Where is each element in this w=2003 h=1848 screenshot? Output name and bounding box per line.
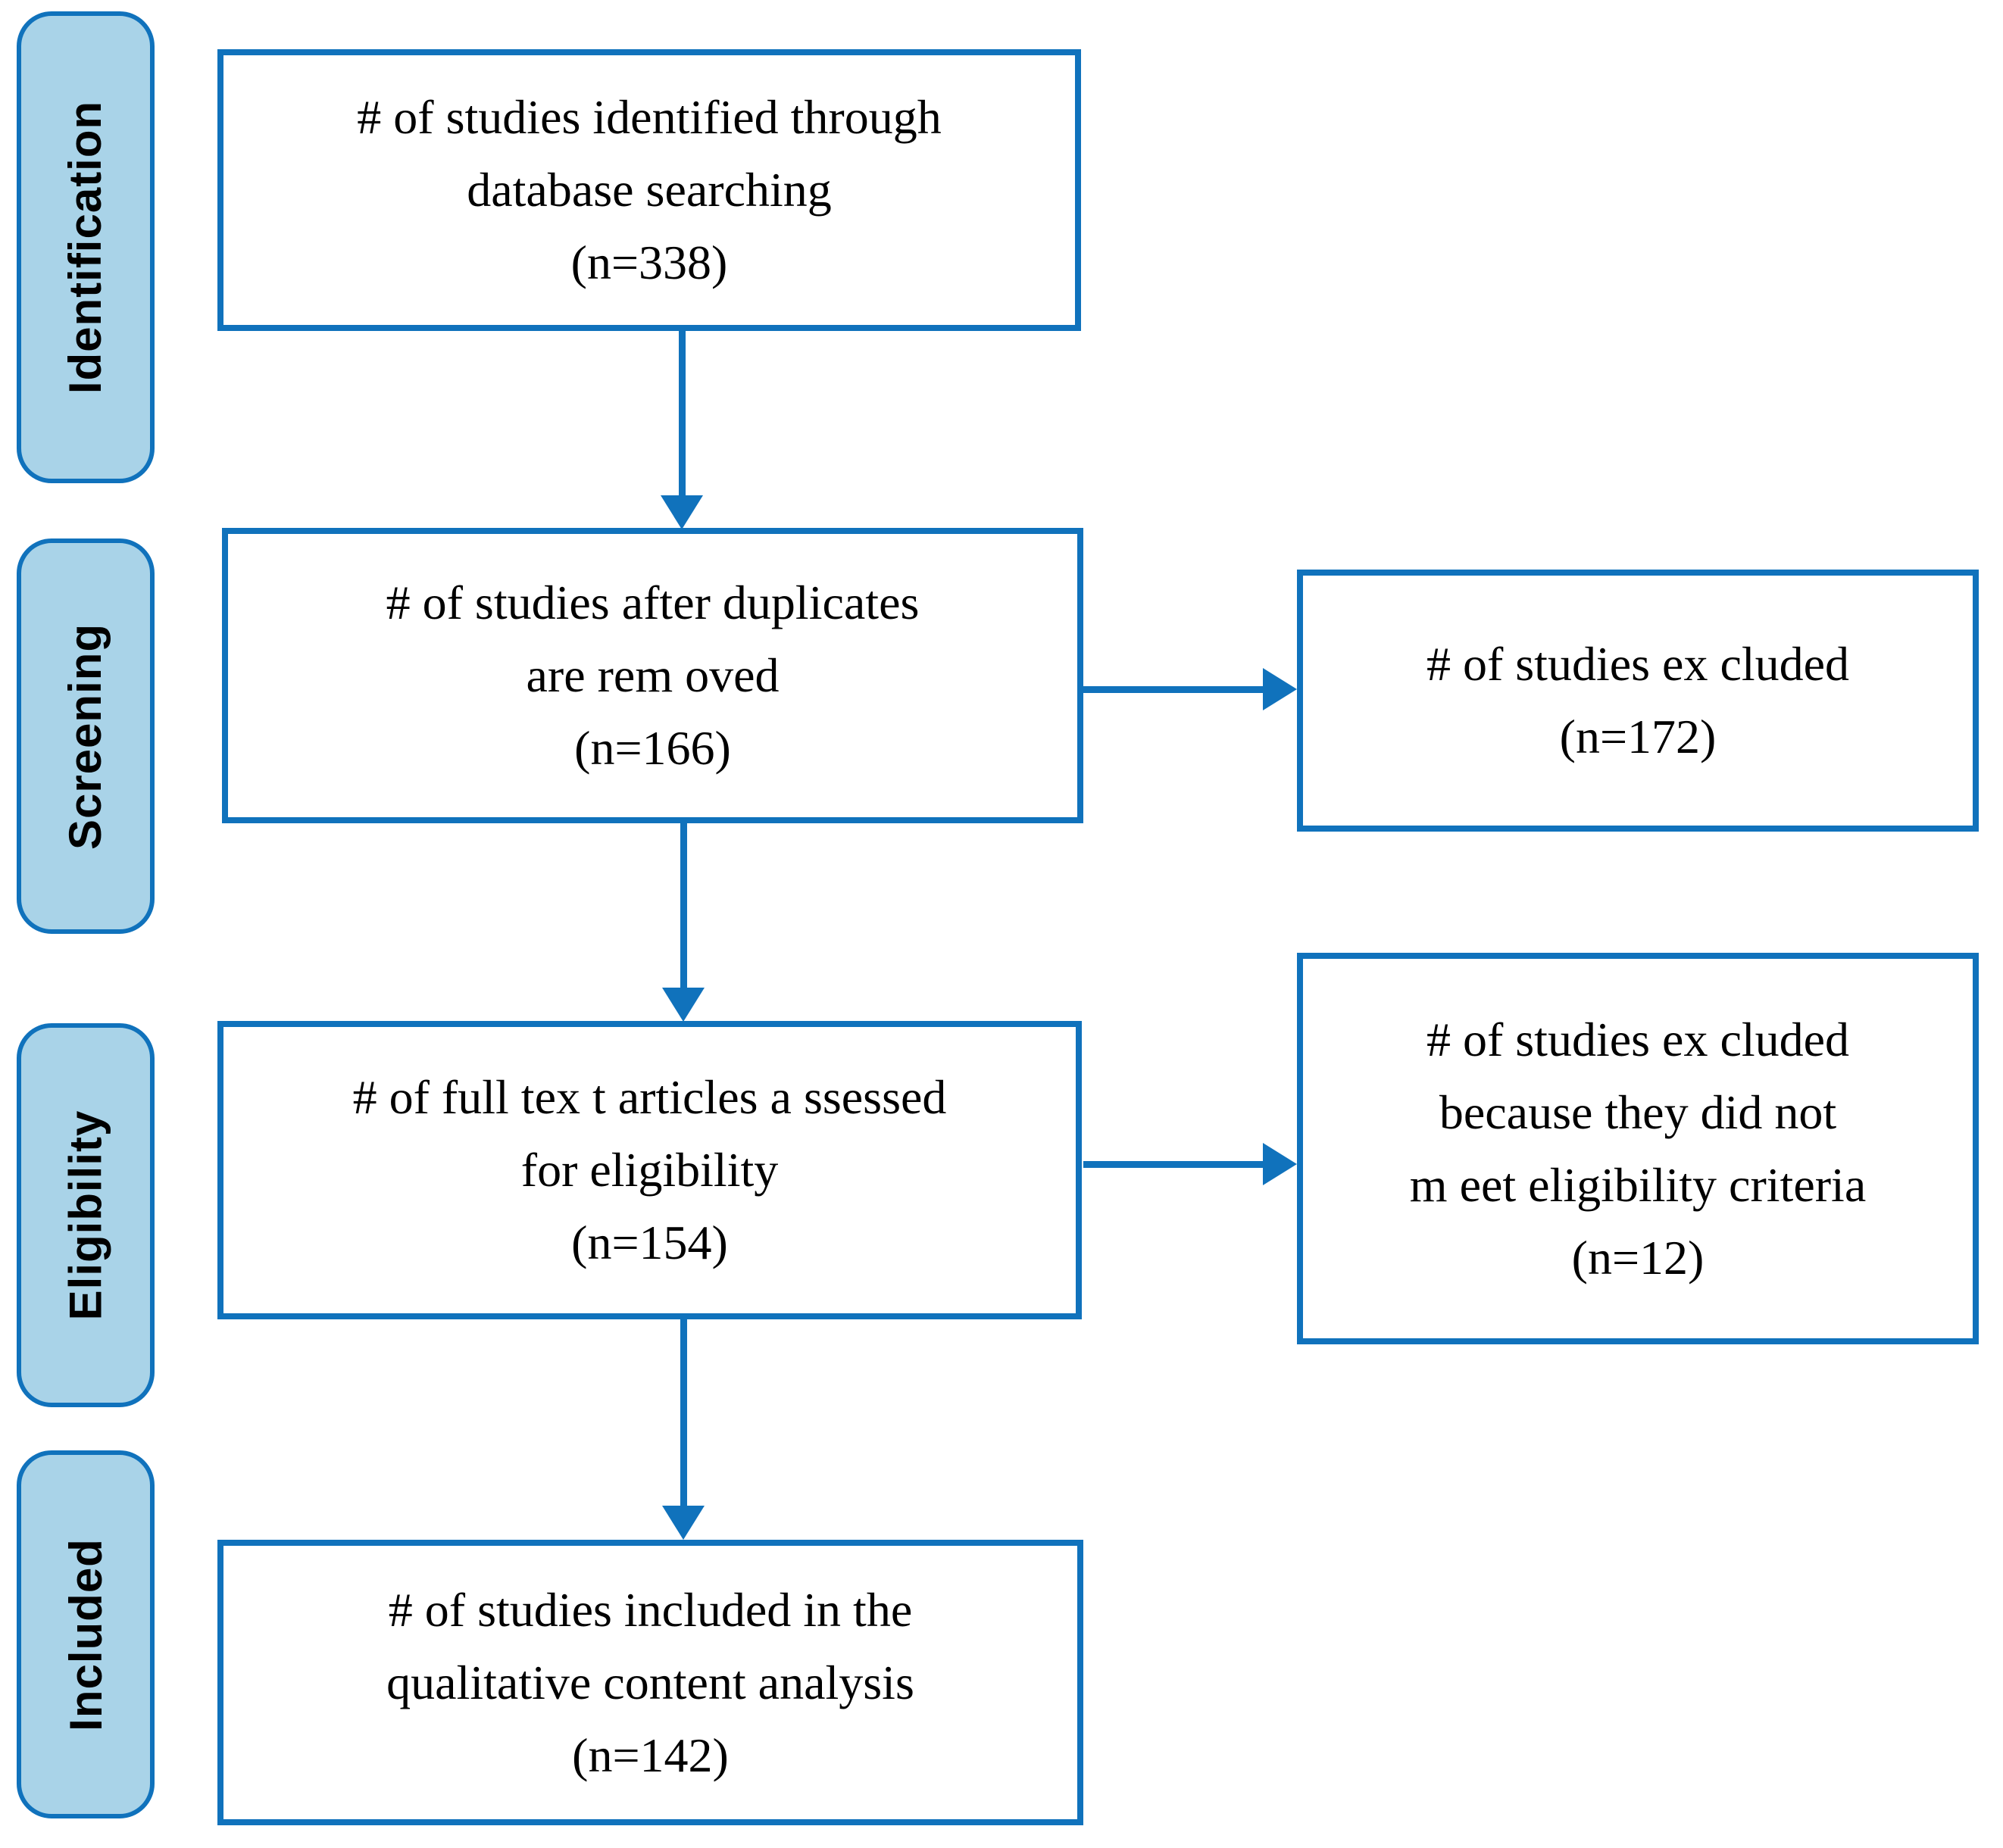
arrow-head	[661, 495, 703, 529]
stage-pill-identification: Identification	[17, 11, 155, 483]
arrow-head	[1263, 668, 1297, 710]
box-fulltext-assessed-text: # of full tex t articles a ssessed for e…	[352, 1070, 947, 1269]
box-studies-excluded-eligibility: # of studies ex cluded because they did …	[1297, 953, 1979, 1344]
stage-label-eligibility: Eligibility	[60, 1110, 111, 1321]
box-studies-excluded-screening-text: # of studies ex cluded (n=172)	[1426, 637, 1850, 763]
stage-pill-included: Included	[17, 1450, 155, 1818]
stage-pill-screening: Screening	[17, 538, 155, 934]
box-studies-included-text: # of studies included in the qualitative…	[386, 1582, 914, 1782]
arrow-head	[662, 988, 705, 1022]
box-studies-excluded-eligibility-text: # of studies ex cluded because they did …	[1409, 1012, 1867, 1285]
stage-label-identification: Identification	[60, 100, 111, 395]
stage-label-included: Included	[60, 1537, 111, 1731]
arrow-shaft	[679, 331, 686, 499]
arrow-shaft	[680, 822, 687, 991]
arrow-head	[662, 1506, 705, 1540]
box-studies-included: # of studies included in the qualitative…	[217, 1540, 1083, 1825]
box-studies-identified: # of studies identified through database…	[217, 49, 1081, 331]
arrow-head	[1263, 1143, 1297, 1185]
arrow-shaft	[1083, 1161, 1265, 1168]
stage-label-screening: Screening	[60, 623, 111, 850]
box-studies-excluded-screening: # of studies ex cluded (n=172)	[1297, 570, 1979, 832]
box-studies-after-duplicates-text: # of studies after duplicates are rem ov…	[386, 576, 920, 775]
arrow-shaft	[1083, 686, 1265, 693]
box-fulltext-assessed: # of full tex t articles a ssessed for e…	[217, 1021, 1082, 1319]
box-studies-after-duplicates: # of studies after duplicates are rem ov…	[222, 528, 1083, 823]
box-studies-identified-text: # of studies identified through database…	[357, 90, 942, 289]
arrow-shaft	[680, 1319, 687, 1509]
stage-pill-eligibility: Eligibility	[17, 1023, 155, 1407]
